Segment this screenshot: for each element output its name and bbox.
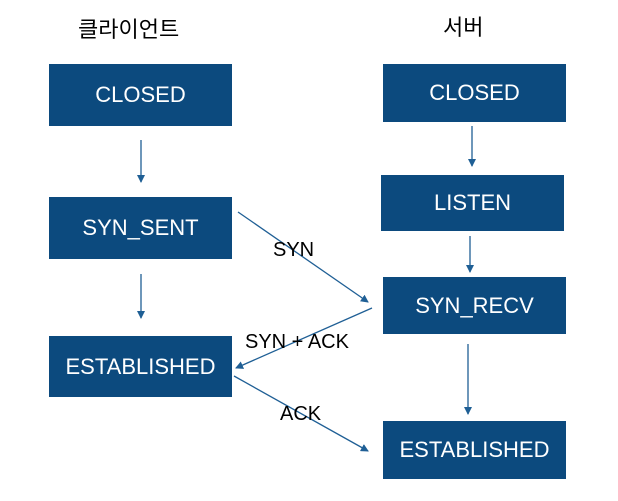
arrow-syn xyxy=(237,211,369,303)
client-state-established: ESTABLISHED xyxy=(49,336,232,397)
arrow-syn-ack xyxy=(235,307,373,369)
client-state-closed: CLOSED xyxy=(49,64,232,126)
message-syn-ack-label: SYN + ACK xyxy=(245,331,349,353)
server-title: 서버 xyxy=(443,16,484,41)
server-state-closed: CLOSED xyxy=(383,64,566,122)
arrow-ack xyxy=(233,375,369,452)
server-state-listen: LISTEN xyxy=(381,175,564,231)
message-ack-label: ACK xyxy=(280,403,322,425)
client-state-syn-sent: SYN_SENT xyxy=(49,197,232,259)
client-title: 클라이언트 xyxy=(78,18,180,43)
server-state-syn-recv: SYN_RECV xyxy=(383,277,566,334)
server-state-established: ESTABLISHED xyxy=(383,421,566,479)
message-syn-label: SYN xyxy=(273,239,315,261)
